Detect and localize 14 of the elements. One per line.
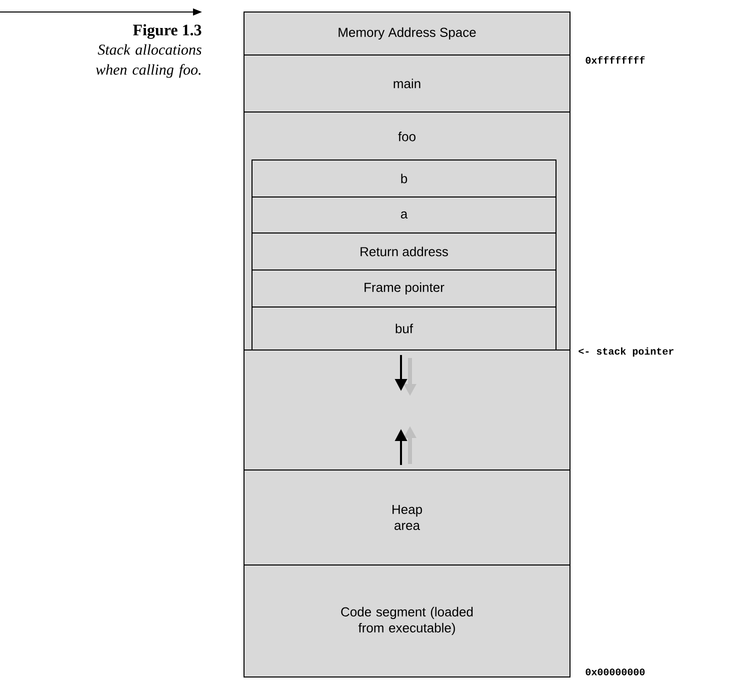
stack-slot-box: b xyxy=(252,159,556,198)
figure-title: Figure 1.3 xyxy=(133,24,202,39)
memory-segment-box: main xyxy=(244,54,570,112)
stack-slot-box: a xyxy=(252,196,556,234)
memory-segment-box: Heap area xyxy=(244,469,570,566)
stack-slot-box: buf xyxy=(252,306,556,350)
pointer-label: <- stack pointer xyxy=(578,347,674,357)
address-label: 0xffffffff xyxy=(586,56,645,64)
memory-segment-box: Code segment (loaded from executable) xyxy=(244,564,570,678)
stack-slot-box: Frame pointer xyxy=(252,269,556,308)
figure-caption: Stack allocations when calling foo. xyxy=(96,44,202,78)
stack-slot-box: Return address xyxy=(252,232,556,270)
memory-segment-box: Memory Address Space xyxy=(244,11,570,56)
address-label: 0x00000000 xyxy=(586,668,645,676)
